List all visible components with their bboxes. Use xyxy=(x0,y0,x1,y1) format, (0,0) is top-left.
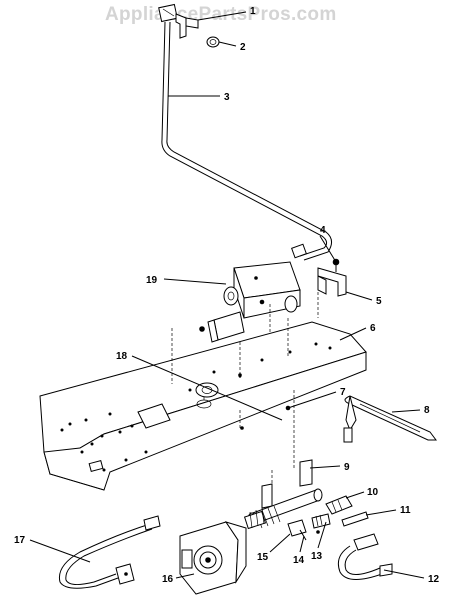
callout-labels: 1 2 3 4 5 6 7 8 9 10 11 12 13 14 15 16 1… xyxy=(14,6,440,585)
callout-15: 15 xyxy=(257,552,269,563)
valve xyxy=(179,507,267,595)
assembly-lines xyxy=(171,292,319,506)
callout-16: 16 xyxy=(162,574,174,585)
callout-9: 9 xyxy=(344,462,350,473)
mounting-plate xyxy=(39,321,367,491)
leader-lines xyxy=(29,11,425,579)
callout-3: 3 xyxy=(224,92,230,103)
flex-line xyxy=(58,515,161,589)
small-fittings xyxy=(287,513,331,541)
callout-4: 4 xyxy=(320,225,326,236)
callout-17: 17 xyxy=(14,535,26,546)
callout-14: 14 xyxy=(293,555,305,566)
callout-11: 11 xyxy=(400,505,411,516)
callout-1: 1 xyxy=(250,6,256,17)
callout-8: 8 xyxy=(424,405,430,416)
callout-5: 5 xyxy=(376,296,382,307)
callout-7: 7 xyxy=(340,387,346,398)
nut xyxy=(206,36,220,48)
callout-19: 19 xyxy=(146,275,158,286)
right-fittings xyxy=(325,495,369,527)
left-bracket xyxy=(199,311,245,343)
burner-tube xyxy=(343,395,437,443)
bottom-bent-tube xyxy=(337,533,393,580)
gas-tube xyxy=(161,21,332,261)
regulator-block xyxy=(223,261,301,319)
callout-6: 6 xyxy=(370,323,376,334)
callout-18: 18 xyxy=(116,351,128,362)
top-fitting xyxy=(158,3,199,39)
callout-10: 10 xyxy=(367,487,379,498)
callout-13: 13 xyxy=(311,551,323,562)
right-bracket xyxy=(317,258,347,297)
callout-2: 2 xyxy=(240,42,246,53)
callout-12: 12 xyxy=(428,574,440,585)
